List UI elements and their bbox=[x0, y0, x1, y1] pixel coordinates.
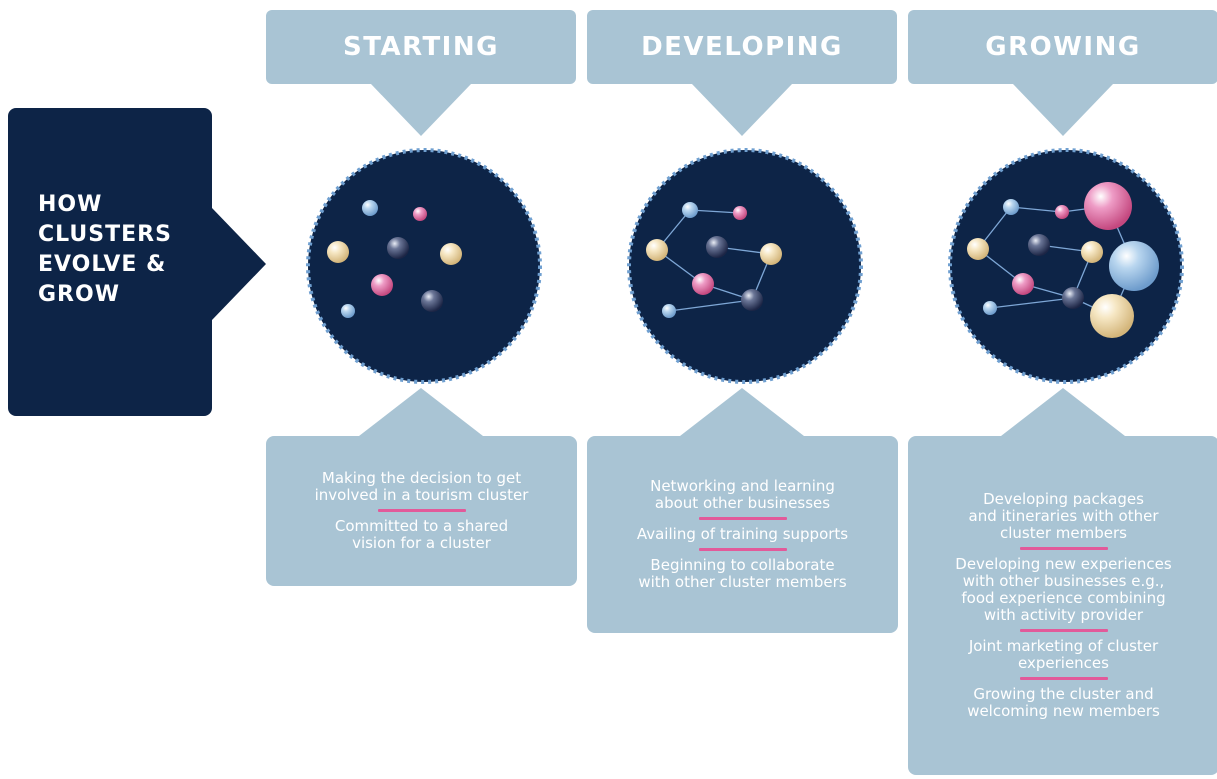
stage-item: Growing the cluster and welcoming new me… bbox=[967, 685, 1160, 720]
stage-description-developing: Networking and learning about other busi… bbox=[587, 436, 898, 633]
item-divider bbox=[1019, 547, 1108, 550]
stage-header-arrow-growing bbox=[1013, 84, 1113, 136]
stage-item: Networking and learning about other busi… bbox=[650, 477, 835, 512]
stage-item: Developing packages and itineraries with… bbox=[968, 490, 1159, 542]
cluster-circle-bg bbox=[306, 148, 542, 384]
cluster-ball bbox=[1012, 273, 1034, 295]
cluster-ball bbox=[413, 207, 427, 221]
cluster-ball bbox=[692, 273, 714, 295]
title-panel bbox=[8, 108, 212, 416]
desc-arrow-starting bbox=[359, 388, 483, 436]
cluster-ball bbox=[706, 236, 728, 258]
stage-header-developing bbox=[587, 10, 897, 84]
cluster-ball bbox=[1055, 205, 1069, 219]
stage-item: Joint marketing of cluster experiences bbox=[968, 637, 1159, 672]
cluster-ball-large bbox=[1109, 241, 1159, 291]
cluster-ball bbox=[362, 200, 378, 216]
stage-description-growing: Developing packages and itineraries with… bbox=[908, 436, 1217, 775]
item-divider bbox=[698, 517, 787, 520]
stage-header-arrow-developing bbox=[692, 84, 792, 136]
cluster-circle-developing bbox=[627, 148, 863, 384]
cluster-ball-large bbox=[1084, 182, 1132, 230]
stage-item: Availing of training supports bbox=[636, 525, 849, 543]
cluster-ball bbox=[983, 301, 997, 315]
cluster-circle-bg bbox=[627, 148, 863, 384]
cluster-ball bbox=[1003, 199, 1019, 215]
item-divider bbox=[1019, 629, 1108, 632]
diagram-title: HOW CLUSTERS EVOLVE & GROW bbox=[38, 192, 172, 307]
cluster-ball bbox=[1081, 241, 1103, 263]
item-divider bbox=[1019, 677, 1108, 680]
stage-label-developing: DEVELOPING bbox=[641, 32, 843, 62]
cluster-ball bbox=[327, 241, 349, 263]
cluster-circle-growing bbox=[948, 148, 1184, 384]
cluster-ball bbox=[1062, 287, 1084, 309]
stage-header-starting bbox=[266, 10, 576, 84]
cluster-ball bbox=[646, 239, 668, 261]
cluster-ball bbox=[662, 304, 676, 318]
stage-label-growing: GROWING bbox=[985, 32, 1141, 62]
item-divider bbox=[377, 509, 466, 512]
cluster-ball bbox=[341, 304, 355, 318]
title-arrow bbox=[212, 208, 266, 320]
cluster-ball bbox=[682, 202, 698, 218]
stage-label-starting: STARTING bbox=[343, 32, 499, 62]
desc-arrow-developing bbox=[680, 388, 804, 436]
cluster-circle-starting bbox=[306, 148, 542, 384]
item-divider bbox=[698, 548, 787, 551]
cluster-ball bbox=[733, 206, 747, 220]
cluster-ball bbox=[387, 237, 409, 259]
cluster-ball bbox=[760, 243, 782, 265]
cluster-ball bbox=[967, 238, 989, 260]
stage-item: Committed to a shared vision for a clust… bbox=[334, 517, 509, 552]
stage-header-growing bbox=[908, 10, 1217, 84]
cluster-ball bbox=[421, 290, 443, 312]
stage-header-arrow-starting bbox=[371, 84, 471, 136]
cluster-ball-large bbox=[1090, 294, 1134, 338]
stage-item: Developing new experiences with other bu… bbox=[955, 555, 1172, 624]
cluster-ball bbox=[741, 289, 763, 311]
cluster-ball bbox=[1028, 234, 1050, 256]
stage-item: Making the decision to get involved in a… bbox=[314, 469, 529, 504]
desc-arrow-growing bbox=[1001, 388, 1125, 436]
cluster-ball bbox=[440, 243, 462, 265]
stage-description-starting: Making the decision to get involved in a… bbox=[266, 436, 577, 586]
stage-item: Beginning to collaborate with other clus… bbox=[638, 556, 847, 591]
cluster-ball bbox=[371, 274, 393, 296]
